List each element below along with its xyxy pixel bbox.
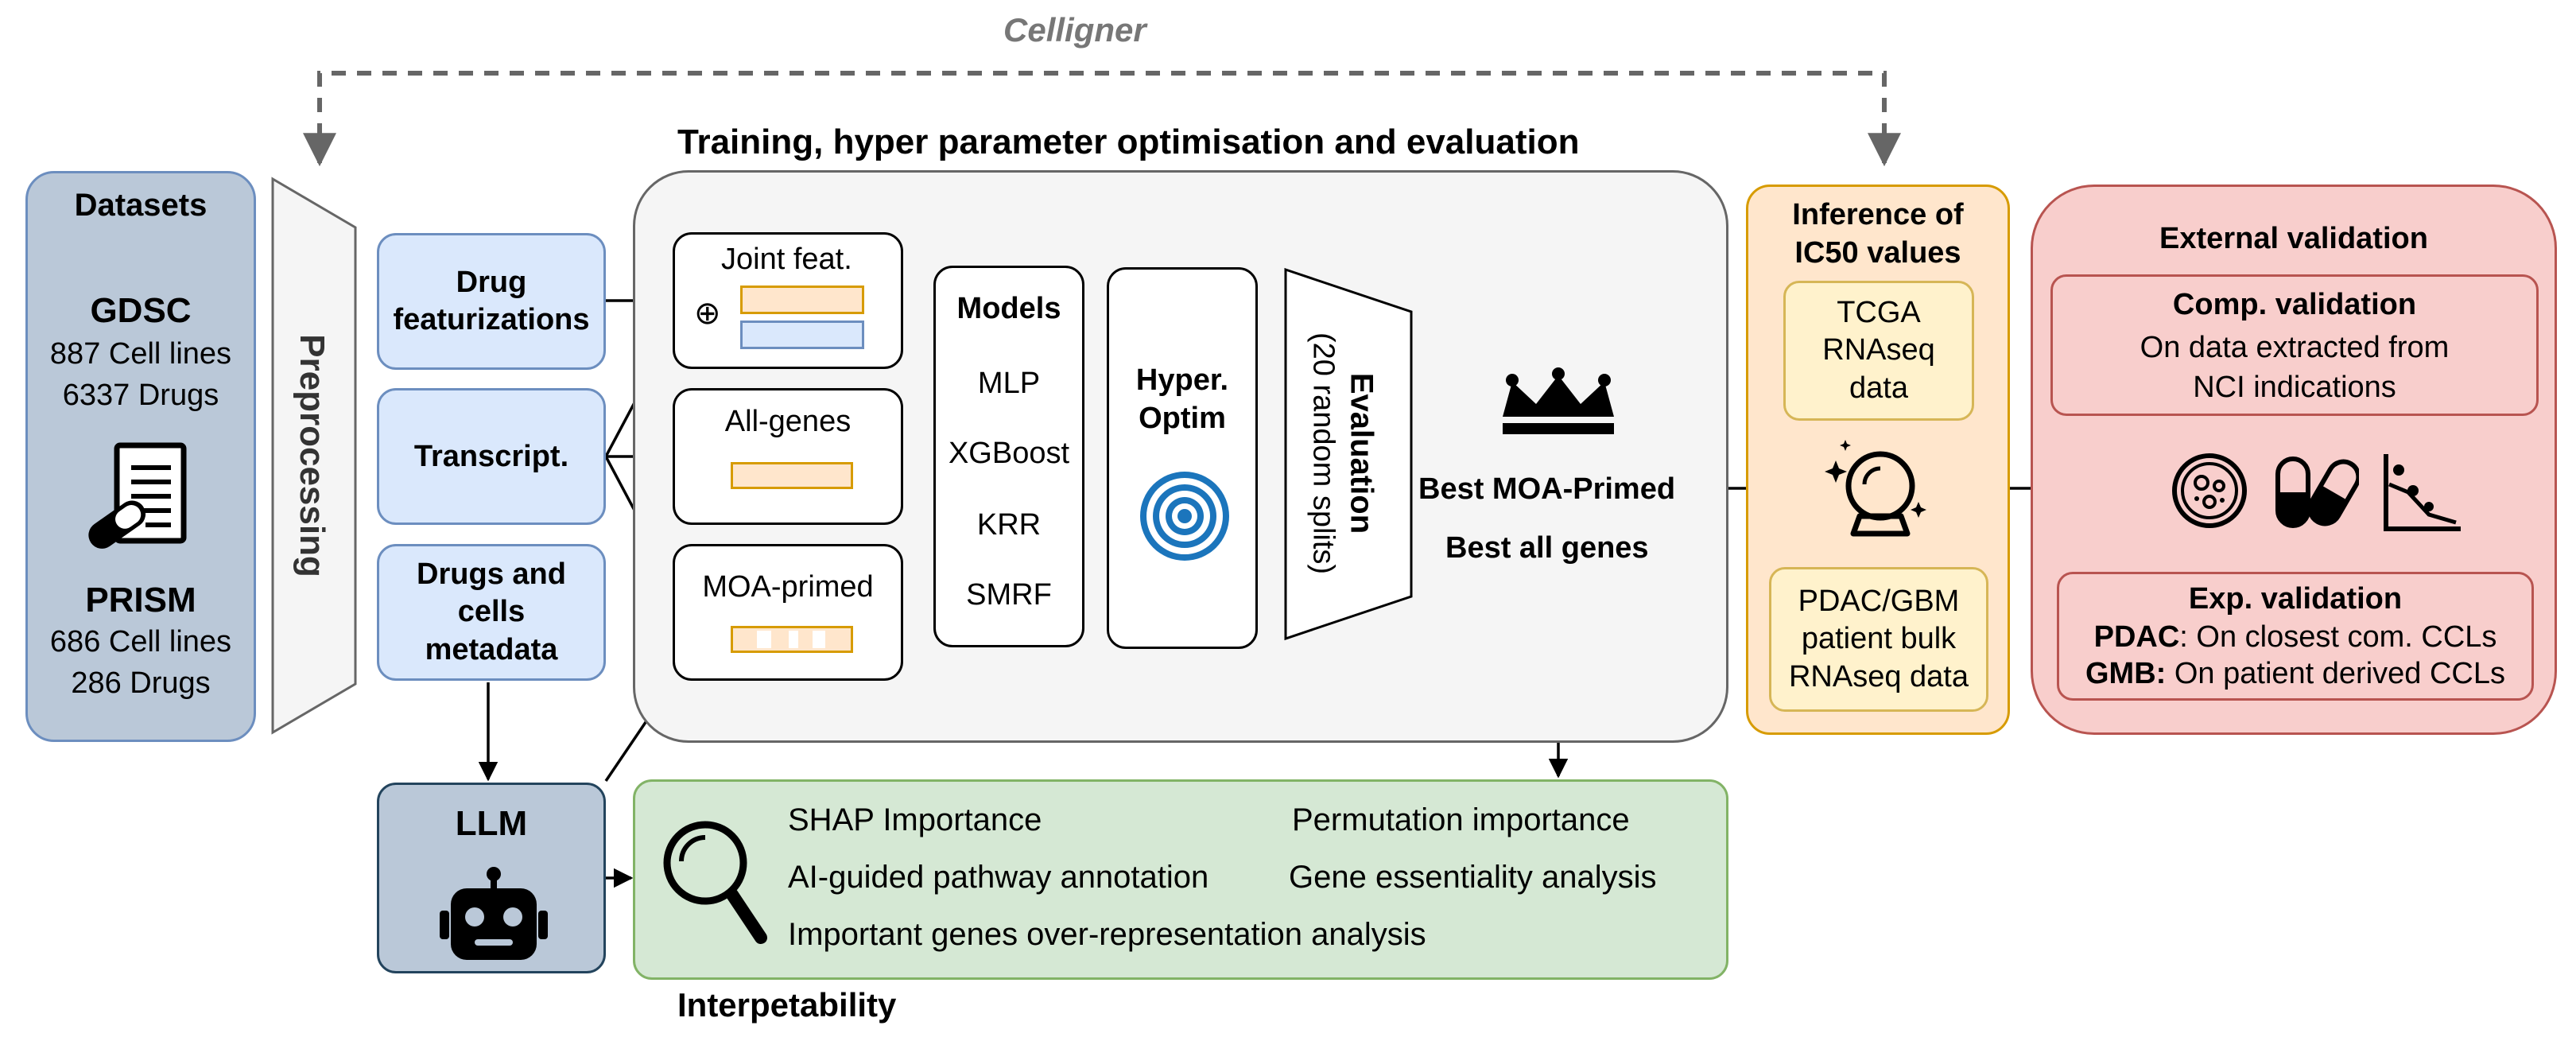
concat-symbol-icon: ⊕	[694, 296, 721, 331]
all-genes-label: All-genes	[724, 405, 852, 438]
feature-bar-blue	[740, 320, 864, 349]
exp-validation-title: Exp. validation	[2188, 582, 2403, 616]
moa-primed-box: MOA-primed	[673, 544, 903, 681]
over-representation-item: Important genes over-representation anal…	[788, 917, 1426, 952]
feature-bar-orange	[740, 286, 864, 314]
exp-validation-gmb-line: GMB: On patient derived CCLs	[2059, 657, 2531, 691]
model-xgboost: XGBoost	[948, 437, 1070, 470]
interpretability-box: SHAP Importance Permutation importance A…	[633, 779, 1728, 980]
gdsc-cell-lines: 887 Cell lines	[49, 337, 232, 371]
comp-validation-text-1: On data extracted from	[2140, 331, 2450, 364]
robot-icon	[440, 867, 548, 960]
metadata-box: Drugs and cells metadata	[377, 544, 606, 681]
models-title: Models	[956, 292, 1061, 325]
transcript-box: Transcript.	[377, 388, 606, 525]
dose-response-chart-icon	[2384, 454, 2461, 531]
celligner-dashed-connector	[303, 71, 1901, 167]
exp-validation-pdac-line: PDAC: On closest com. CCLs	[2059, 620, 2531, 655]
inference-title-2: IC50 values	[1794, 236, 1961, 270]
all-genes-box: All-genes	[673, 388, 903, 525]
comp-validation-title: Comp. validation	[2172, 288, 2417, 321]
drug-featurizations-label-2: featurizations	[393, 303, 590, 336]
evaluation-label: Evaluation	[1344, 372, 1379, 534]
gene-essentiality-item: Gene essentiality analysis	[1289, 860, 1657, 895]
gdsc-drugs: 6337 Drugs	[62, 379, 219, 412]
exp-pdac-label: PDAC	[2093, 620, 2180, 654]
hyper-optim-label-1: Hyper.	[1135, 363, 1229, 397]
prism-drugs: 286 Drugs	[71, 666, 211, 700]
gdsc-name: GDSC	[90, 291, 192, 330]
datasets-title: Datasets	[74, 188, 208, 223]
moa-primed-label: MOA-primed	[702, 570, 874, 604]
drug-featurizations-box: Drug featurizations	[377, 233, 606, 370]
ai-pathway-annotation-item: AI-guided pathway annotation	[788, 860, 1209, 895]
tcga-label-2: RNAseq	[1822, 333, 1935, 367]
crown-icon	[1503, 367, 1614, 434]
target-icon	[1140, 472, 1229, 561]
external-validation-title: External validation	[2159, 222, 2428, 255]
metadata-label-3: metadata	[425, 632, 558, 666]
hyper-optim-label-2: Optim	[1139, 402, 1226, 435]
exp-validation-box: Exp. validation PDAC: On closest com. CC…	[2057, 572, 2534, 701]
exp-gmb-text: On patient derived CCLs	[2166, 657, 2505, 690]
tcga-label-3: data	[1849, 371, 1908, 405]
external-validation-box: External validation Comp. validation On …	[2031, 185, 2557, 735]
prism-name: PRISM	[85, 581, 196, 620]
model-mlp: MLP	[977, 367, 1041, 400]
metadata-label-1: Drugs and	[417, 557, 566, 591]
evaluation-trapezoid	[1284, 267, 1413, 641]
evaluation-splits-label: (20 random splits)	[1306, 332, 1340, 575]
moa-primed-bar	[731, 626, 853, 653]
shap-importance-item: SHAP Importance	[788, 802, 1042, 837]
capsule-pills-icon	[2275, 456, 2359, 528]
petri-dish-icon	[2172, 453, 2247, 528]
inference-box: Inference of IC50 values TCGA RNAseq dat…	[1746, 185, 2010, 735]
best-moa-primed-label: Best MOA-Primed	[1418, 472, 1676, 506]
celligner-label: Celligner	[1003, 11, 1146, 49]
exp-pdac-text: : On closest com. CCLs	[2179, 620, 2497, 654]
crystal-ball-icon	[1825, 440, 1926, 537]
permutation-importance-item: Permutation importance	[1292, 802, 1630, 837]
preprocessing-label: Preprocessing	[293, 334, 332, 577]
comp-validation-box: Comp. validation On data extracted from …	[2050, 274, 2539, 416]
model-smrf: SMRF	[966, 578, 1052, 612]
interpretability-title: Interpetability	[677, 986, 897, 1024]
metadata-label-2: cells	[457, 595, 526, 629]
joint-feat-label: Joint feat.	[721, 243, 852, 276]
best-all-genes-label: Best all genes	[1445, 531, 1649, 565]
training-title: Training, hyper parameter optimisation a…	[677, 122, 1580, 161]
datasets-box: Datasets GDSC 887 Cell lines 6337 Drugs …	[25, 171, 256, 742]
pdac-gbm-box: PDAC/GBM patient bulk RNAseq data	[1769, 567, 1988, 712]
pdac-gbm-label-2: patient bulk	[1801, 622, 1957, 656]
prism-cell-lines: 686 Cell lines	[49, 625, 232, 658]
tcga-label-1: TCGA	[1837, 295, 1921, 329]
drug-featurizations-label-1: Drug	[456, 265, 527, 299]
preprocessing-trapezoid	[271, 177, 357, 735]
model-krr: KRR	[976, 508, 1042, 542]
document-pill-icon	[88, 442, 187, 549]
magnifier-icon	[663, 821, 767, 944]
exp-gmb-label: GMB:	[2085, 657, 2167, 690]
pdac-gbm-label-3: RNAseq data	[1788, 659, 1969, 693]
joint-feat-box: Joint feat. ⊕	[673, 232, 903, 369]
pdac-gbm-label-1: PDAC/GBM	[1798, 584, 1960, 618]
comp-validation-text-2: NCI indications	[2193, 371, 2396, 404]
llm-label: LLM	[455, 804, 528, 843]
tcga-box: TCGA RNAseq data	[1783, 281, 1974, 421]
llm-box: LLM	[377, 783, 606, 973]
all-genes-bar	[731, 462, 853, 489]
inference-title-1: Inference of	[1792, 198, 1964, 231]
transcript-label: Transcript.	[413, 439, 569, 473]
hyper-optim-box: Hyper. Optim	[1107, 267, 1258, 649]
models-box: Models MLP XGBoost KRR SMRF	[933, 266, 1084, 647]
